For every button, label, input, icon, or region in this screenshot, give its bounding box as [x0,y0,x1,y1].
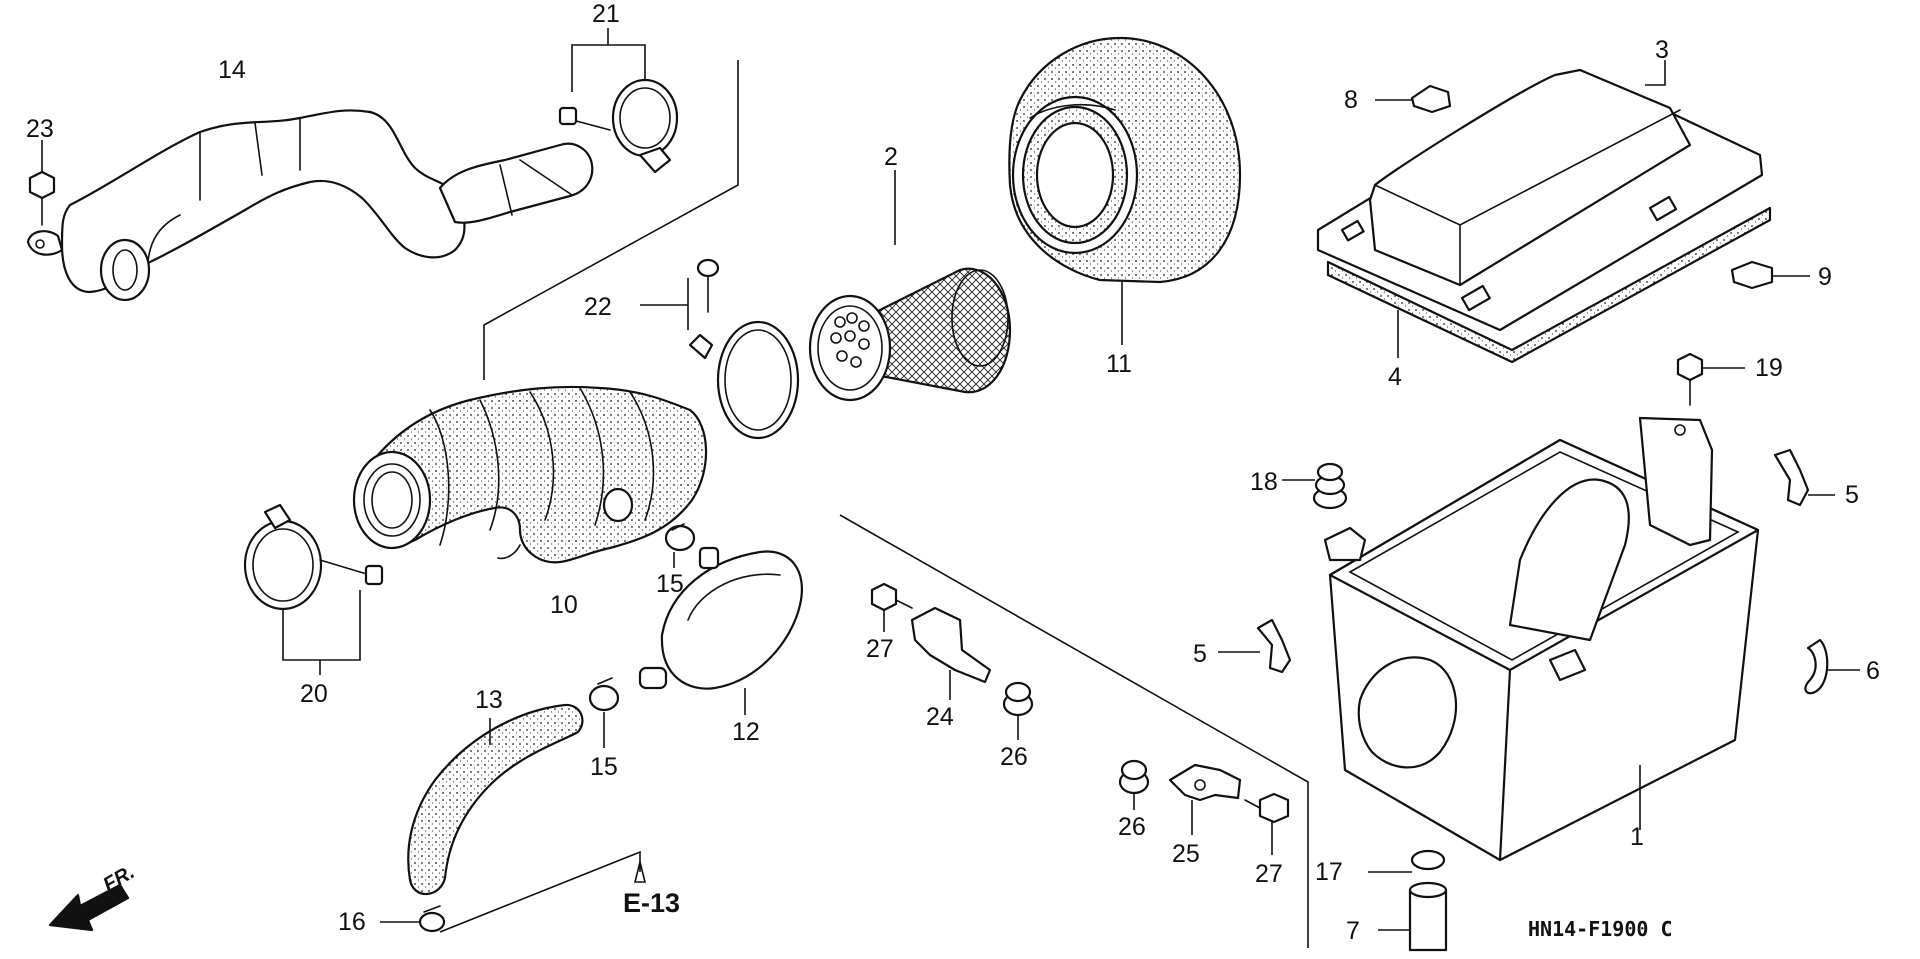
clip-part-15-lower [588,677,620,748]
callout-22: 22 [584,293,612,321]
callout-2: 2 [884,143,898,171]
callout-15-upper: 15 [656,570,684,598]
air-funnel-part-10 [352,385,708,564]
reference-e13-label: E-13 [623,888,680,918]
drawing-code-label: HN14-F1900 C [1528,917,1673,941]
outer-filter-part-11 [1008,36,1242,345]
cover-gasket-part-4 [1326,206,1772,364]
callout-20: 20 [300,680,328,708]
air-cleaner-element-part-2 [808,170,1012,402]
collar-part-26-lower [1118,759,1150,810]
callout-17: 17 [1315,858,1343,886]
air-cleaner-cover-part-3 [1316,60,1764,332]
callout-labels: 1 2 3 4 5 5 6 7 8 9 10 11 12 13 14 15 15… [26,0,1880,945]
callout-21: 21 [592,0,620,28]
breather-chamber-part-12 [638,546,803,715]
bracket-part-24 [910,606,992,700]
spring-clip-part-6 [1804,638,1860,695]
callout-27-lower: 27 [1255,860,1283,888]
drain-plug-part-7 [1378,881,1448,952]
callout-10: 10 [550,591,578,619]
callout-26-upper: 26 [1000,743,1028,771]
front-direction-arrow: FR. [48,861,139,932]
assembly-divider-upper [483,60,739,380]
callout-5-upper: 5 [1845,481,1859,509]
callout-11: 11 [1106,350,1132,378]
callout-26-lower: 26 [1118,813,1146,841]
clip-part-15-upper [664,523,696,568]
callout-24: 24 [926,703,954,731]
callout-3: 3 [1655,36,1669,64]
callout-7: 7 [1346,917,1360,945]
callout-12: 12 [732,718,760,746]
clip-part-9 [1730,260,1810,290]
clip-part-5-lower [1218,618,1292,674]
clip-part-17 [1368,849,1446,873]
callout-18: 18 [1250,468,1278,496]
callout-8: 8 [1344,86,1358,114]
callout-15-lower: 15 [590,753,618,781]
assembly-divider-lower [839,514,1309,948]
callout-9: 9 [1818,263,1832,291]
bracket-part-25 [1168,763,1242,835]
callout-23: 23 [26,115,54,143]
callout-14: 14 [218,56,246,84]
bolt-part-27-lower [1244,792,1290,855]
grommet-part-18 [1282,462,1348,510]
callout-4: 4 [1388,363,1402,391]
callout-6: 6 [1866,657,1880,685]
callout-13: 13 [475,686,503,714]
intake-duct-part-14 [26,109,594,302]
hose-clamp-part-20 [243,503,384,675]
clip-part-8 [1375,84,1452,114]
clip-part-5-upper [1773,448,1835,507]
element-end-holes [830,312,870,368]
callout-27-upper: 27 [866,635,894,663]
callout-25: 25 [1172,840,1200,868]
hose-clamp-part-21 [558,28,679,174]
band-clamp-part-22 [640,258,800,440]
front-direction-label: FR. [100,861,139,896]
callout-1: 1 [1630,823,1644,851]
clip-part-16 [380,850,647,933]
callout-16: 16 [338,908,366,936]
callout-19: 19 [1755,354,1783,382]
callout-5-lower: 5 [1193,640,1207,668]
collar-part-26-upper [1002,681,1034,740]
bolt-part-19 [1676,352,1745,406]
drain-tube-part-13 [407,703,584,896]
air-cleaner-case-part-1 [1323,416,1760,862]
push-clip-part-23 [28,140,56,226]
bolt-part-27-upper [870,582,913,632]
